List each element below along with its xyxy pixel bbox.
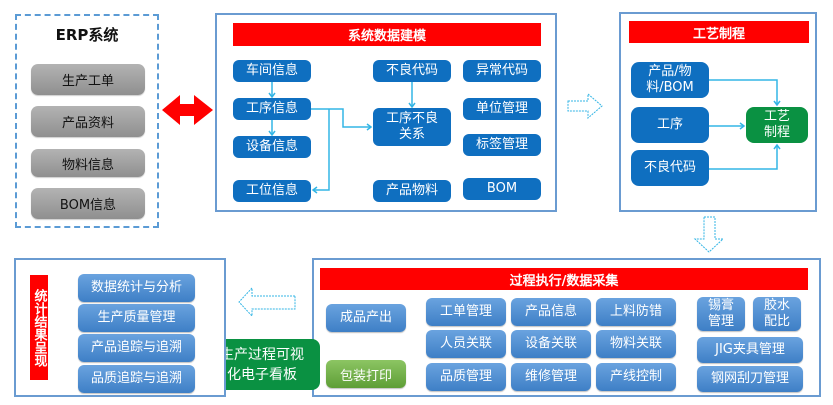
node-feeding-error-proof[interactable]: 上料防错	[596, 298, 676, 326]
erp-item-product-data[interactable]: 产品资料	[31, 106, 145, 137]
node-product-info[interactable]: 产品信息	[511, 298, 591, 326]
node-process-routing[interactable]: 工艺制程	[746, 107, 808, 143]
node-stencil-squeegee-mgmt[interactable]: 钢网刮刀管理	[697, 366, 803, 392]
node-workshop-info[interactable]: 车间信息	[233, 60, 311, 82]
node-glue-ratio[interactable]: 胶水配比	[753, 297, 801, 331]
node-solder-paste-mgmt[interactable]: 锡膏管理	[697, 297, 745, 331]
node-process-step[interactable]: 工序	[631, 107, 709, 143]
erp-item-bom-info[interactable]: BOM信息	[31, 188, 145, 219]
stats-item-product-trace[interactable]: 产品追踪与追溯	[78, 334, 195, 362]
node-repair-mgmt[interactable]: 维修管理	[511, 363, 591, 391]
node-work-order-mgmt[interactable]: 工单管理	[426, 298, 506, 326]
erp-panel	[15, 14, 159, 228]
stats-item-data-analysis[interactable]: 数据统计与分析	[78, 274, 195, 302]
node-personnel-link[interactable]: 人员关联	[426, 330, 506, 358]
node-label-management[interactable]: 标签管理	[463, 134, 541, 156]
erp-item-material-info[interactable]: 物料信息	[31, 149, 145, 177]
node-bom[interactable]: BOM	[463, 178, 541, 200]
node-material-link[interactable]: 物料关联	[596, 330, 676, 358]
process-title: 工艺制程	[629, 21, 809, 43]
node-line-control[interactable]: 产线控制	[596, 363, 676, 391]
node-exception-code[interactable]: 异常代码	[463, 60, 541, 82]
erp-title: ERP系统	[55, 26, 119, 44]
node-defect-code-input[interactable]: 不良代码	[631, 150, 709, 186]
stats-title-text: 统计结果呈现	[31, 288, 47, 367]
stats-item-quality-trace[interactable]: 品质追踪与追溯	[78, 365, 195, 393]
node-equipment-info[interactable]: 设备信息	[233, 136, 311, 158]
node-finished-output[interactable]: 成品产出	[326, 304, 406, 332]
stats-item-quality-mgmt[interactable]: 生产质量管理	[78, 304, 195, 332]
node-product-material-bom[interactable]: 产品/物料/BOM	[631, 62, 709, 98]
node-unit-management[interactable]: 单位管理	[463, 98, 541, 120]
modeling-title: 系统数据建模	[233, 23, 541, 46]
node-process-info[interactable]: 工序信息	[233, 98, 311, 120]
node-station-info[interactable]: 工位信息	[233, 180, 311, 202]
stats-title: 统计结果呈现	[30, 275, 48, 380]
node-quality-mgmt[interactable]: 品质管理	[426, 363, 506, 391]
node-product-material[interactable]: 产品物料	[373, 180, 451, 202]
node-equipment-link[interactable]: 设备关联	[511, 330, 591, 358]
node-pack-print[interactable]: 包装打印	[326, 360, 406, 388]
node-process-defect-relation[interactable]: 工序不良关系	[373, 108, 451, 146]
erp-item-work-order[interactable]: 生产工单	[31, 64, 145, 95]
execution-title: 过程执行/数据采集	[320, 268, 808, 290]
node-defect-code[interactable]: 不良代码	[373, 60, 451, 82]
node-jig-fixture-mgmt[interactable]: JIG夹具管理	[697, 337, 803, 363]
